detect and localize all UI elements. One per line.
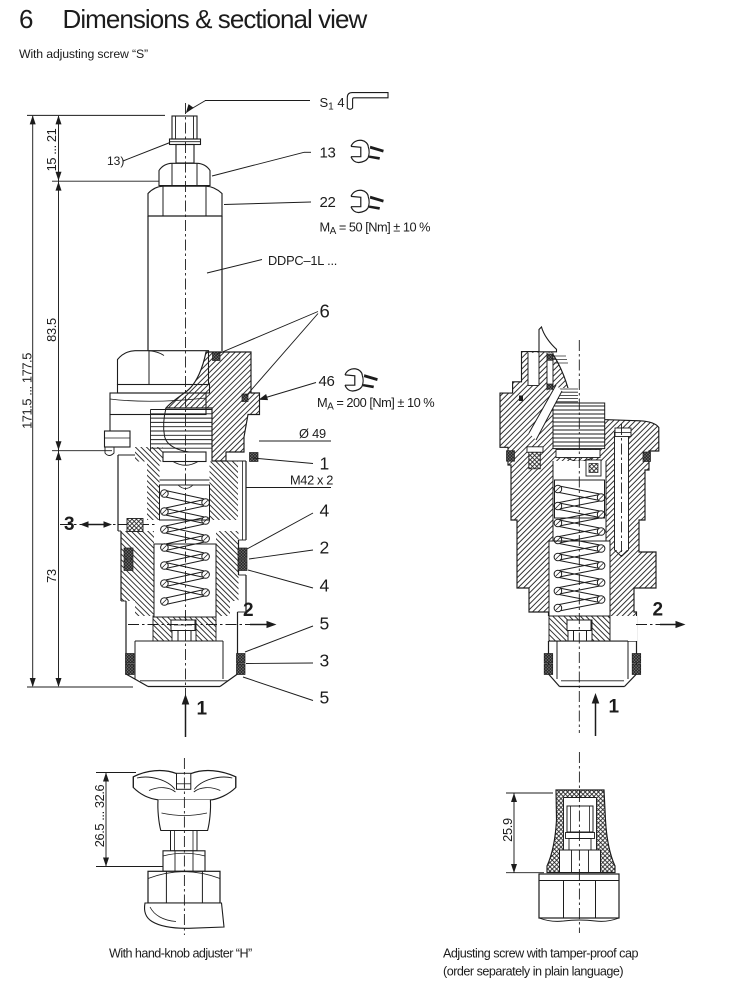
- svg-text:(order separately in plain lan: (order separately in plain language): [443, 965, 623, 979]
- svg-text:83.5: 83.5: [44, 318, 59, 342]
- svg-text:5: 5: [320, 614, 330, 634]
- svg-text:171.5 ... 177.5: 171.5 ... 177.5: [20, 353, 35, 429]
- svg-text:25.9: 25.9: [500, 818, 515, 842]
- svg-text:2: 2: [243, 600, 254, 621]
- svg-text:13: 13: [320, 145, 336, 162]
- svg-text:1: 1: [197, 699, 208, 720]
- svg-text:3: 3: [320, 651, 330, 671]
- svg-text:6: 6: [19, 4, 33, 34]
- svg-text:13): 13): [107, 154, 124, 168]
- svg-text:46: 46: [319, 373, 335, 390]
- svg-text:DDPC–1L ...: DDPC–1L ...: [268, 253, 337, 268]
- svg-text:26.5 ... 32.6: 26.5 ... 32.6: [92, 785, 107, 848]
- svg-text:2: 2: [320, 538, 330, 558]
- svg-text:3: 3: [64, 514, 75, 535]
- svg-text:With adjusting screw “S”: With adjusting screw “S”: [19, 47, 148, 61]
- svg-text:MA = 50 [Nm] ± 10 %: MA = 50 [Nm] ± 10 %: [320, 220, 431, 238]
- svg-text:S1 4: S1 4: [320, 95, 345, 113]
- svg-text:1: 1: [320, 454, 330, 474]
- svg-text:4: 4: [320, 501, 330, 521]
- svg-text:With hand-knob adjuster “H”: With hand-knob adjuster “H”: [109, 947, 252, 961]
- svg-text:M42 x 2: M42 x 2: [290, 473, 333, 488]
- svg-text:5: 5: [320, 688, 330, 708]
- svg-text:MA = 200 [Nm] ± 10 %: MA = 200 [Nm] ± 10 %: [317, 395, 434, 413]
- svg-text:22: 22: [320, 194, 336, 211]
- svg-text:15 ... 21: 15 ... 21: [44, 128, 59, 171]
- svg-text:4: 4: [320, 576, 330, 596]
- svg-text:2: 2: [653, 600, 664, 621]
- svg-text:Adjusting screw with tamper-pr: Adjusting screw with tamper-proof cap: [443, 947, 638, 961]
- svg-text:73: 73: [44, 569, 59, 583]
- svg-text:Ø 49: Ø 49: [299, 426, 326, 441]
- svg-text:6: 6: [320, 301, 330, 322]
- svg-text:Dimensions & sectional view: Dimensions & sectional view: [63, 4, 368, 34]
- svg-text:1: 1: [609, 697, 620, 718]
